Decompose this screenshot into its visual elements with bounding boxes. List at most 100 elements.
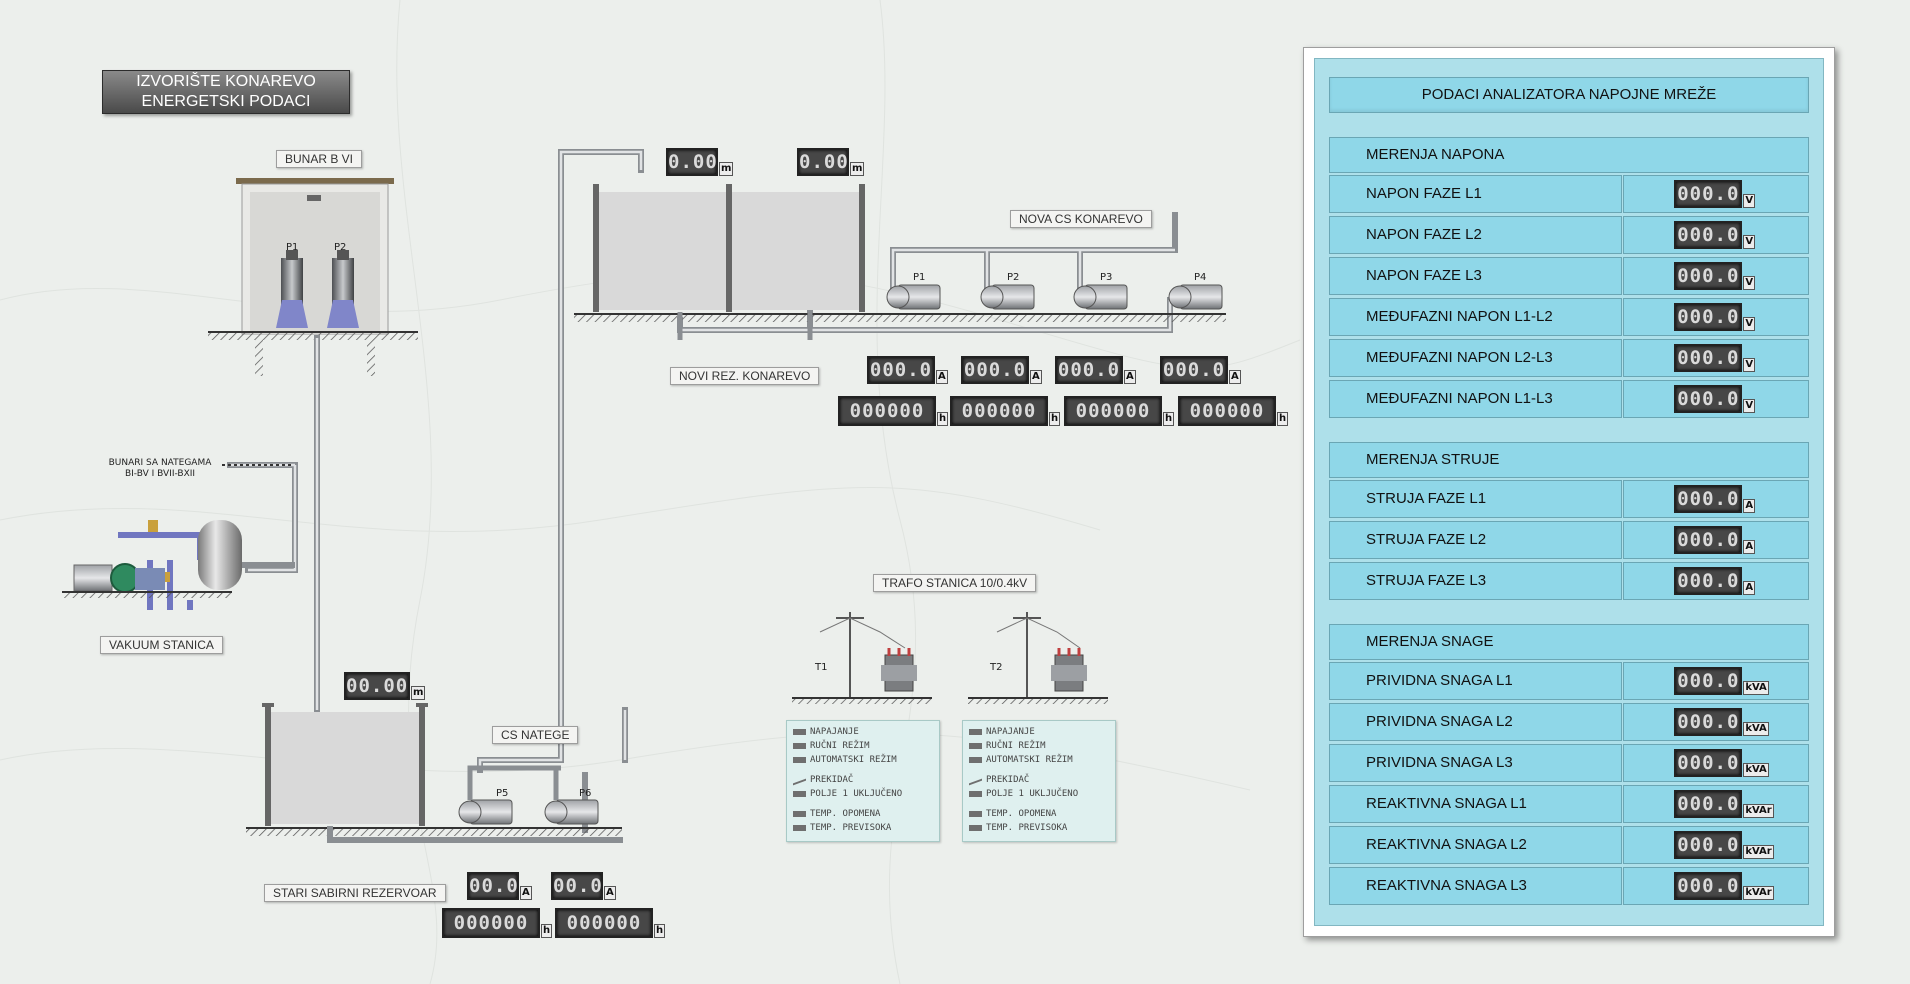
status-label: RUČNI REŽIM xyxy=(810,741,870,751)
status-indicator xyxy=(793,791,806,797)
nova-cs-p3-current: 000.0 A xyxy=(1055,356,1136,384)
led-unit: A xyxy=(1743,540,1756,554)
status-indicator xyxy=(793,729,806,735)
cs-natege-p6-hours: 000000 h xyxy=(555,908,666,938)
status-row: RUČNI REŽIM xyxy=(793,739,933,753)
nova-cs-p4-hours: 000000 h xyxy=(1178,396,1289,426)
nova-cs-p1-hours: 000000 h xyxy=(838,396,949,426)
led-value: 000.0 xyxy=(1674,262,1743,290)
transformer-label-t1: T1 xyxy=(815,662,828,673)
vakuum-label: VAKUUM STANICA xyxy=(100,636,223,654)
row-label: NAPON FAZE L3 xyxy=(1329,257,1623,295)
status-indicator xyxy=(969,743,982,749)
cs-natege-p5-hours: 000000 h xyxy=(442,908,553,938)
status-row: POLJE 1 UKLJUČENO xyxy=(793,787,933,801)
status-label: TEMP. PREVISOKA xyxy=(986,823,1068,833)
led-value: 000000 xyxy=(1178,396,1276,426)
status-label: TEMP. OPOMENA xyxy=(810,809,881,819)
status-label: POLJE 1 UKLJUČENO xyxy=(986,789,1079,799)
bunari-note-line2: BI-BV I BVII-BXII xyxy=(124,469,196,479)
led-unit: kVAr xyxy=(1743,886,1774,900)
group-heading-struja: MERENJA STRUJE xyxy=(1329,442,1809,478)
led-value: 0.00 xyxy=(666,148,718,176)
trafo-label: TRAFO STANICA 10/0.4kV xyxy=(873,574,1037,592)
led-unit: h xyxy=(654,924,666,938)
led-unit: h xyxy=(541,924,553,938)
status-indicator xyxy=(969,729,982,735)
row-label: STRUJA FAZE L3 xyxy=(1329,562,1623,600)
status-label: AUTOMATSKI REŽIM xyxy=(810,755,897,765)
cs-natege-label: CS NATEGE xyxy=(492,726,579,744)
row-label: MEĐUFAZNI NAPON L1-L2 xyxy=(1329,298,1623,336)
group-heading-snaga: MERENJA SNAGE xyxy=(1329,624,1809,660)
transformer-label-t2: T2 xyxy=(990,662,1003,673)
page-title: IZVORIŠTE KONAREVO ENERGETSKI PODACI xyxy=(102,70,350,114)
nova-cs-p2-current: 000.0 A xyxy=(961,356,1042,384)
led-unit: V xyxy=(1743,194,1756,208)
pump-label-nova-p2: P2 xyxy=(1007,272,1020,283)
led-value: 0.00 xyxy=(797,148,849,176)
status-indicator xyxy=(969,811,982,817)
status-row: TEMP. PREVISOKA xyxy=(793,821,933,835)
status-indicator xyxy=(793,825,806,831)
pump-label-nova-p3: P3 xyxy=(1100,272,1113,283)
status-row: AUTOMATSKI REŽIM xyxy=(793,753,933,767)
stari-level-readout: 00.00 m xyxy=(344,672,426,700)
led-unit: A xyxy=(604,886,616,900)
t1-status-panel: NAPAJANJE RUČNI REŽIM AUTOMATSKI REŽIM P… xyxy=(786,720,940,842)
led-unit: A xyxy=(520,886,532,900)
led-unit: h xyxy=(1277,412,1289,426)
led-unit: A xyxy=(1030,370,1042,384)
led-unit: A xyxy=(1743,499,1756,513)
vacuum-station xyxy=(62,520,295,610)
led-unit: V xyxy=(1743,358,1756,372)
pump-label-well-p2: P2 xyxy=(334,242,347,253)
led-value: 000.0 xyxy=(961,356,1029,384)
led-value: 000.0 xyxy=(1674,526,1743,554)
pump-label-well-p1: P1 xyxy=(286,242,299,253)
led-unit: m xyxy=(411,686,426,700)
page-title-line1: IZVORIŠTE KONAREVO xyxy=(136,73,316,90)
row-label: REAKTIVNA SNAGA L2 xyxy=(1329,826,1623,864)
group-heading-napon: MERENJA NAPONA xyxy=(1329,137,1809,173)
led-unit: h xyxy=(937,412,949,426)
led-value: 000.0 xyxy=(867,356,935,384)
old-reservoir xyxy=(246,703,622,843)
led-value: 00.00 xyxy=(344,672,410,700)
transformer-T1 xyxy=(792,612,932,704)
row-label: REAKTIVNA SNAGA L3 xyxy=(1329,867,1623,905)
led-value: 000.0 xyxy=(1674,790,1743,818)
led-unit: h xyxy=(1163,412,1175,426)
led-value: 000.0 xyxy=(1674,567,1743,595)
pump-label-cs-p5: P5 xyxy=(496,788,509,799)
pump-label-nova-p1: P1 xyxy=(913,272,926,283)
status-indicator xyxy=(793,757,806,763)
t2-status-panel: NAPAJANJE RUČNI REŽIM AUTOMATSKI REŽIM P… xyxy=(962,720,1116,842)
cs-natege-p6-current: 00.0 A xyxy=(551,872,616,900)
row-label: STRUJA FAZE L2 xyxy=(1329,521,1623,559)
row-label: NAPON FAZE L1 xyxy=(1329,175,1623,213)
breaker-icon xyxy=(793,774,806,786)
